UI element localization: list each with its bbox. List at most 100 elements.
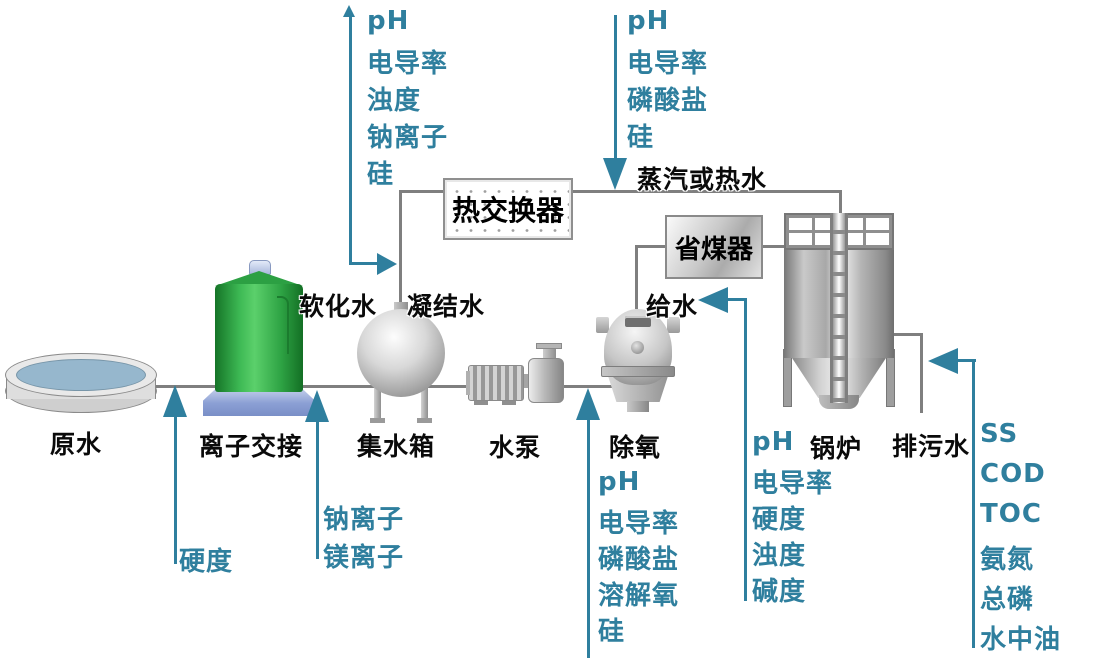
pump-shaft <box>522 374 531 388</box>
sampling-line-boilerwater <box>744 298 747 601</box>
sampling-line-softened <box>316 417 319 559</box>
pipe-blowdown-h <box>891 333 923 336</box>
param-label: 磷酸盐 <box>627 86 709 116</box>
blowdown-label: 排污水 <box>892 432 971 461</box>
tank-base <box>203 388 315 416</box>
deaerator-label: 除氧 <box>609 433 662 462</box>
steam-hot-water-label: 蒸汽或热水 <box>637 165 768 194</box>
tank-side-tube <box>277 296 289 354</box>
param-label: 镁离子 <box>323 543 405 573</box>
arrow-left-icon <box>698 287 728 313</box>
pipe-steam-to-boiler <box>839 190 842 216</box>
param-label: 硅 <box>598 617 626 647</box>
deaerator-hatch <box>625 316 651 327</box>
param-label: 硅 <box>367 160 395 190</box>
sphere-vessel <box>357 309 445 397</box>
param-label: TOC <box>980 499 1042 529</box>
param-label: COD <box>980 459 1046 489</box>
param-label: 电导率 <box>367 49 449 79</box>
pump-volute <box>528 358 564 403</box>
param-label: SS <box>980 419 1019 449</box>
boiler-water-params-list: pH 电导率 硬度 浊度 碱度 <box>752 427 833 607</box>
pipe-hx-right-steam <box>571 190 842 193</box>
arrow-up-icon <box>343 5 355 17</box>
param-label: 硅 <box>627 123 655 153</box>
arrow-up-icon <box>576 388 600 420</box>
ion-exchange-tank <box>203 258 315 420</box>
sampling-line-feedwater <box>587 415 590 658</box>
sampling-line-blowdown <box>972 359 975 648</box>
deaerator-nozzle-left <box>596 317 609 333</box>
condensate-params-list: pH 电导率 浊度 钠离子 硅 <box>367 6 448 191</box>
param-label: 氨氮 <box>980 545 1035 575</box>
param-label: 碱度 <box>752 577 807 607</box>
param-label: 浊度 <box>367 86 422 116</box>
economizer-box: 省煤器 <box>665 215 763 279</box>
economizer-label: 省煤器 <box>674 234 753 265</box>
boiler-grid-cell <box>866 218 889 230</box>
boiler-grid-cell <box>866 233 889 245</box>
deaerator-sight-glass <box>631 341 644 354</box>
arrow-up-icon <box>163 385 187 417</box>
param-label: 水中油 <box>980 625 1062 655</box>
deaerator-flange-band <box>601 366 675 377</box>
param-label: 总磷 <box>980 585 1035 615</box>
param-label: 钠离子 <box>367 123 449 153</box>
arrow-down-icon <box>603 158 627 190</box>
raw-water-params-list: 硬度 <box>179 541 233 578</box>
boiler-label: 锅炉 <box>810 434 863 463</box>
water-pump <box>466 343 568 406</box>
sphere-foot <box>370 418 385 423</box>
softened-params-list: 钠离子 镁离子 <box>323 499 404 575</box>
pump-inlet-nozzle <box>543 349 556 360</box>
feedwater-params-list: pH 电导率 磷酸盐 溶解氧 硅 <box>598 467 679 647</box>
sampling-line-raw-water <box>174 412 177 564</box>
param-label: 钠离子 <box>323 505 405 535</box>
pump-foot <box>474 401 488 405</box>
feed-water-label: 给水 <box>646 292 699 321</box>
param-label: 电导率 <box>598 509 680 539</box>
param-label: pH <box>752 427 795 457</box>
boiler-grid-cell <box>789 218 812 230</box>
pipe-economizer-left <box>635 245 667 248</box>
sphere-top-nozzle <box>394 302 408 311</box>
param-label: 电导率 <box>752 469 834 499</box>
param-label: pH <box>598 467 641 497</box>
param-label: pH <box>627 6 670 36</box>
sampling-line-boilerwater-h <box>726 298 747 301</box>
deaerator-vessel <box>596 305 680 413</box>
deaerator-nozzle-right <box>667 317 680 333</box>
pipe-condensate-riser <box>399 192 402 312</box>
boiler-grid-cell <box>789 233 812 245</box>
pipe-deaerator-riser <box>635 247 638 309</box>
softened-water-label: 软化水 <box>299 292 378 321</box>
param-label: 硬度 <box>179 547 234 577</box>
pipe-hx-left <box>399 190 445 193</box>
pump-motor-cap <box>466 371 470 395</box>
param-label: 溶解氧 <box>598 581 680 611</box>
sampling-line-steam <box>614 15 617 160</box>
collect-tank-label: 集水箱 <box>357 432 436 461</box>
heat-exchanger-label: 热交换器 <box>451 194 564 227</box>
sphere-leg <box>421 383 428 421</box>
sampling-line-condensate <box>349 14 352 265</box>
boiler-ladder <box>830 213 848 403</box>
raw-water-pool <box>5 353 157 413</box>
sphere-leg <box>374 383 381 421</box>
pump-foot <box>502 401 516 405</box>
pipe-blowdown-v <box>920 333 923 413</box>
param-label: 浊度 <box>752 541 807 571</box>
ion-exchange-label: 离子交接 <box>199 432 304 461</box>
heat-exchanger-box: 热交换器 <box>443 178 573 240</box>
param-label: 硬度 <box>752 505 807 535</box>
pump-inlet-flange <box>536 343 562 349</box>
arrow-up-icon <box>305 390 329 422</box>
sphere-foot <box>417 418 432 423</box>
steam-params-list: pH 电导率 磷酸盐 硅 <box>627 6 708 154</box>
arrow-left-icon <box>928 348 958 374</box>
param-label: 磷酸盐 <box>598 545 680 575</box>
pump-label: 水泵 <box>489 433 542 462</box>
param-label: pH <box>367 6 410 36</box>
boiler-vessel <box>783 211 895 411</box>
